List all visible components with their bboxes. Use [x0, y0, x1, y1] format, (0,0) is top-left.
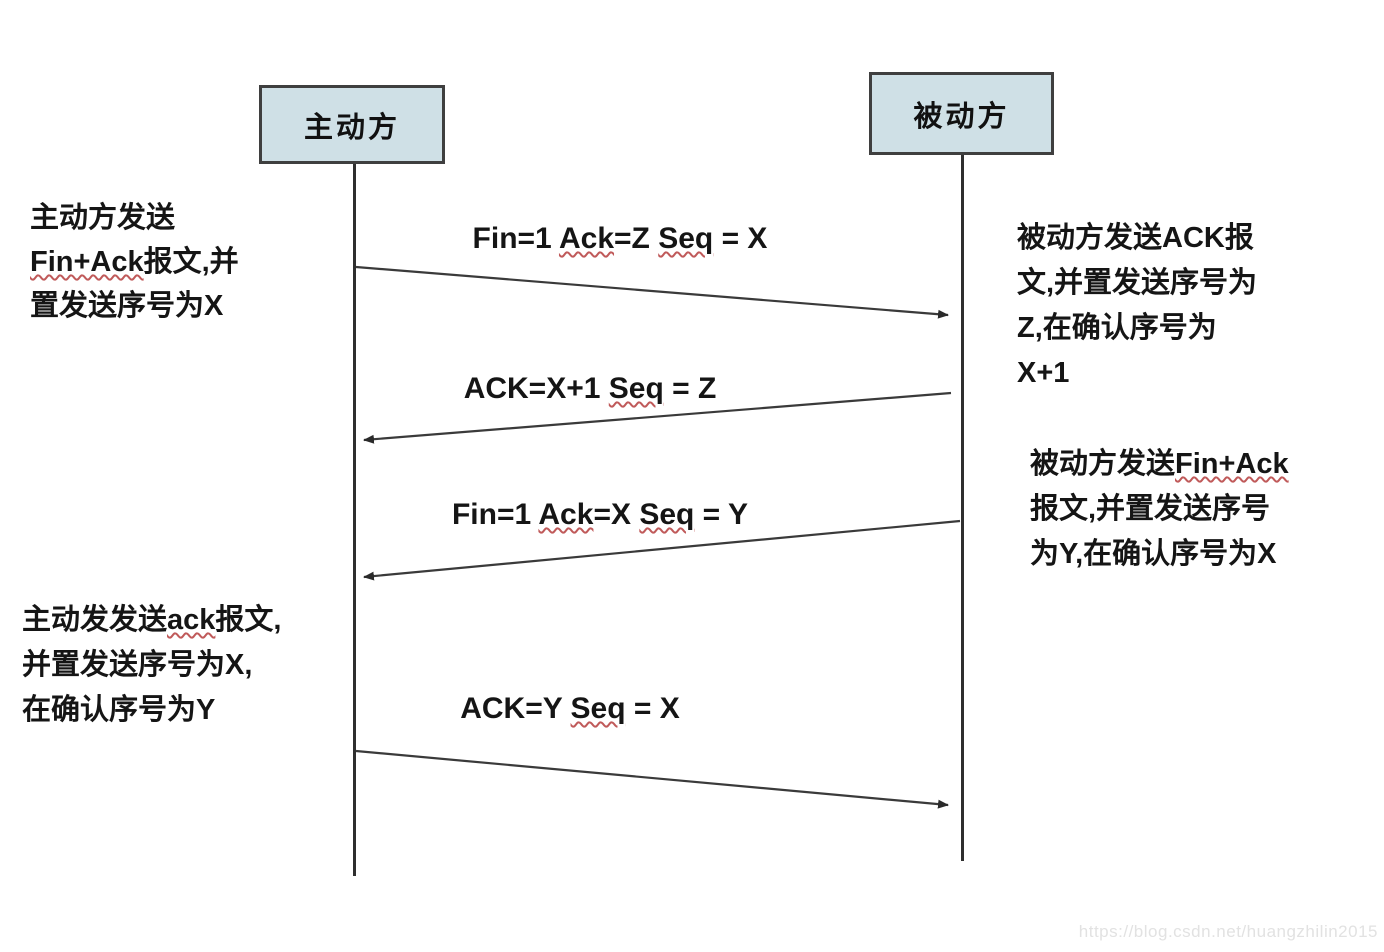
note-line: 置发送序号为X — [30, 290, 224, 322]
actor-label-initiator: 主动方 — [303, 111, 400, 144]
arrow-fin-ack-seq-y — [363, 519, 961, 581]
watermark-url: https://blog.csdn.net/huangzhilin2015 — [1078, 922, 1378, 941]
note-line: 报文,并置发送序号 — [1030, 493, 1271, 525]
note-line: 主动发发送ack报文, — [22, 604, 282, 636]
note-line: 在确认序号为Y — [22, 694, 216, 726]
arrow-ack-x1-seq-z — [363, 391, 952, 444]
actor-label-responder: 被动方 — [913, 100, 1010, 133]
note-line: 文,并置发送序号为 — [1017, 267, 1258, 299]
arrow-ack-y-seq-x — [355, 749, 949, 809]
message-label-2: ACK=X+1 Seq = Z — [463, 372, 717, 405]
note-line: 被动方发送ACK报 — [1017, 222, 1254, 254]
note-line: X+1 — [1017, 357, 1070, 389]
message-label-1: Fin=1 Ack=Z Seq = X — [472, 222, 768, 255]
note-responder-ack: 被动方发送ACK报 文,并置发送序号为 Z,在确认序号为 X+1 — [1017, 216, 1257, 396]
note-line: 主动方发送 — [30, 202, 176, 234]
actor-box-responder: 被动方 — [869, 72, 1054, 155]
note-responder-fin: 被动方发送Fin+Ack 报文,并置发送序号 为Y,在确认序号为X — [1030, 442, 1289, 577]
note-initiator-ack: 主动发发送ack报文, 并置发送序号为X, 在确认序号为Y — [22, 598, 281, 733]
actor-box-initiator: 主动方 — [259, 85, 445, 164]
note-line: Z,在确认序号为 — [1017, 312, 1217, 344]
note-initiator-fin: 主动方发送 Fin+Ack报文,并 置发送序号为X — [30, 196, 239, 328]
note-line: 被动方发送Fin+Ack — [1030, 448, 1289, 480]
note-line: Fin+Ack报文,并 — [30, 246, 239, 278]
note-line: 并置发送序号为X, — [22, 649, 253, 681]
message-label-3: Fin=1 Ack=X Seq = Y — [451, 498, 749, 531]
arrow-fin-ack-seq-x — [355, 265, 949, 319]
note-line: 为Y,在确认序号为X — [1030, 538, 1277, 570]
message-label-4: ACK=Y Seq = X — [460, 692, 680, 725]
